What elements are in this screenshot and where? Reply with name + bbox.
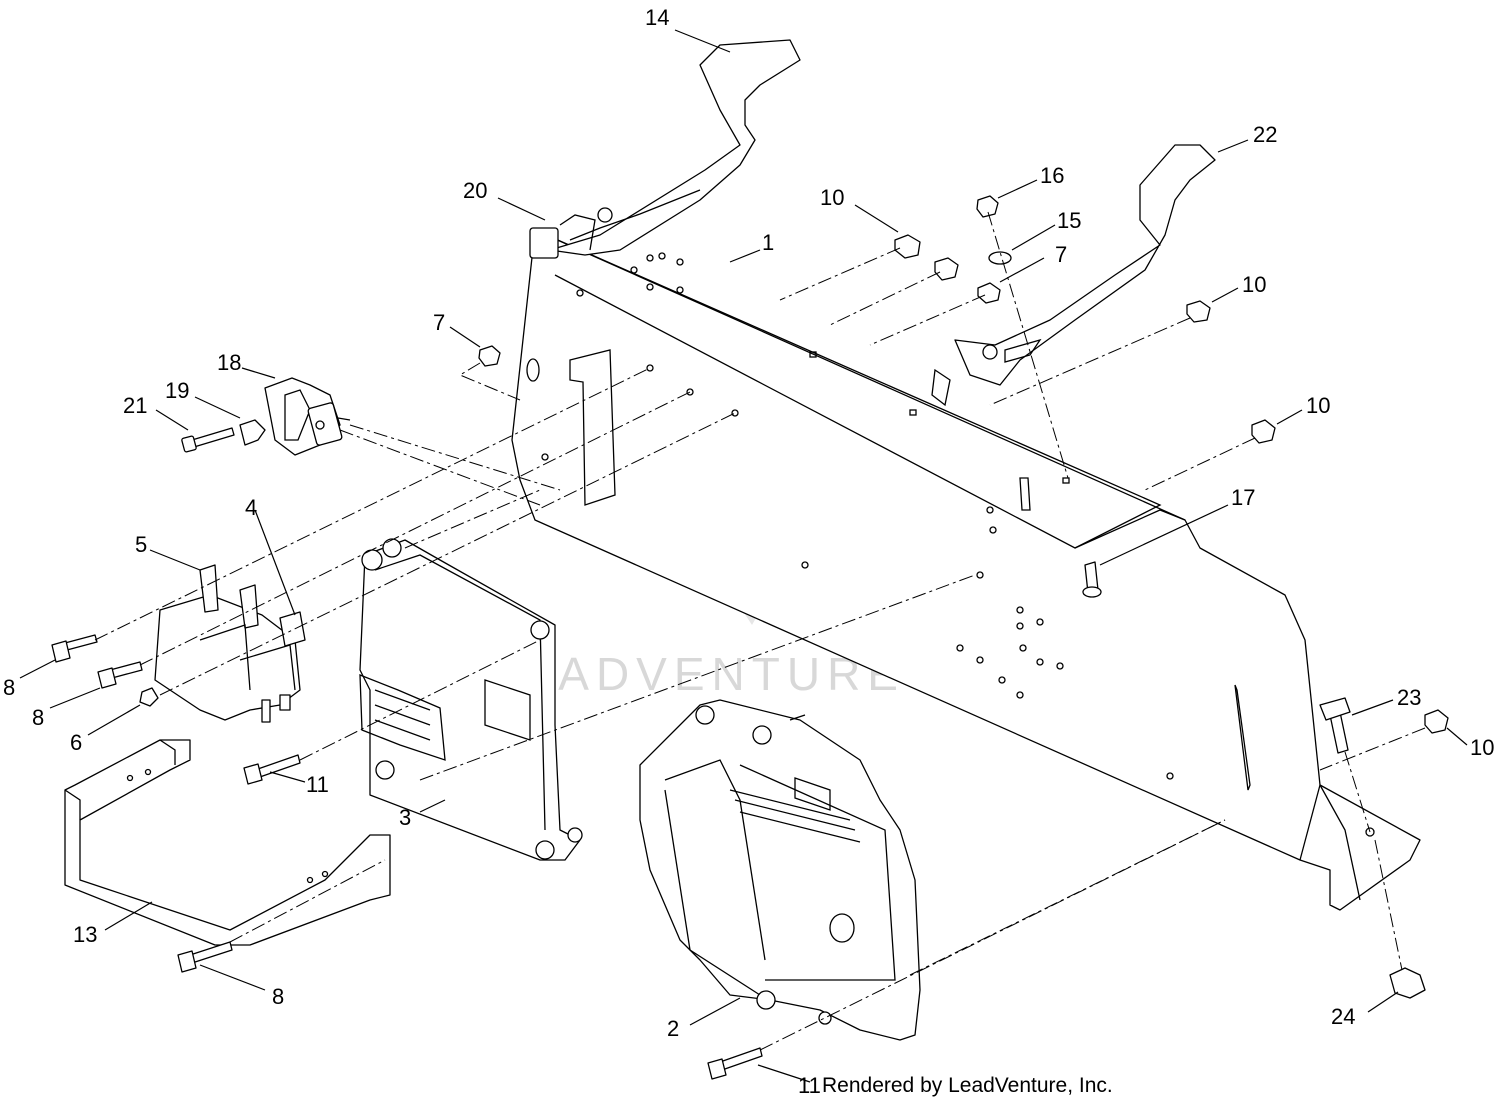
bracket-13[interactable]: [64, 739, 391, 946]
nut-7-left[interactable]: [478, 345, 501, 367]
bolt-8-upper[interactable]: [51, 634, 98, 663]
callout-6: 6: [70, 730, 82, 755]
callout-8: 8: [3, 675, 15, 700]
callout-8: 8: [32, 705, 44, 730]
callout-14: 14: [645, 5, 669, 30]
callout-10: 10: [1470, 735, 1494, 760]
callout-16: 16: [1040, 163, 1064, 188]
bolt-11-lower[interactable]: [707, 1047, 763, 1080]
nut-6[interactable]: [139, 687, 159, 707]
nut-24[interactable]: [1389, 967, 1426, 999]
callout-labels: 14 22 20 10 16 1 15 7 10 7 18 19 21 10 1…: [3, 5, 1494, 1098]
callout-18: 18: [217, 350, 241, 375]
callout-7: 7: [433, 310, 445, 335]
callout-3: 3: [399, 805, 411, 830]
callout-23: 23: [1397, 685, 1421, 710]
watermark-text: LEADVENTURE: [488, 648, 905, 700]
nut-10-right[interactable]: [1251, 419, 1276, 444]
nut-10-top-second[interactable]: [934, 257, 959, 281]
callout-17: 17: [1231, 485, 1255, 510]
callout-10: 10: [820, 185, 844, 210]
callout-24: 24: [1331, 1004, 1355, 1029]
callout-22: 22: [1253, 122, 1277, 147]
bolt-23[interactable]: [1319, 697, 1351, 754]
nut-16[interactable]: [976, 195, 999, 218]
callout-10: 10: [1306, 393, 1330, 418]
ecu-2[interactable]: [639, 699, 921, 1041]
screw-21[interactable]: [181, 427, 235, 453]
right-lever-arm[interactable]: [931, 144, 1216, 407]
bolt-8-bottom[interactable]: [177, 941, 233, 973]
controller-3[interactable]: [359, 538, 583, 861]
nut-10-mid[interactable]: [1186, 300, 1211, 323]
bolt-11-upper[interactable]: [243, 754, 301, 785]
nut-10-top[interactable]: [894, 234, 921, 259]
left-lever-arm[interactable]: [529, 39, 801, 259]
callout-13: 13: [73, 922, 97, 947]
render-credit: Rendered by LeadVenture, Inc.: [822, 1074, 1113, 1097]
callout-20: 20: [463, 178, 487, 203]
callout-10: 10: [1242, 272, 1266, 297]
switch-assembly[interactable]: [264, 377, 351, 456]
callout-19: 19: [165, 378, 189, 403]
nut-7-right[interactable]: [977, 282, 1001, 304]
callout-11: 11: [798, 1073, 821, 1098]
bolt-8-lower[interactable]: [97, 661, 143, 689]
callout-21: 21: [123, 393, 147, 418]
relay-assembly[interactable]: [154, 564, 306, 723]
callout-4: 4: [245, 495, 257, 520]
callout-11: 11: [306, 772, 329, 797]
nut-10-far-right[interactable]: [1424, 709, 1449, 734]
callout-7: 7: [1055, 242, 1067, 267]
washer-15[interactable]: [988, 251, 1012, 265]
callout-5: 5: [135, 532, 147, 557]
callout-2: 2: [667, 1016, 679, 1041]
assembly-lines: [94, 211, 1426, 1051]
leader-lines: [19, 29, 1468, 1083]
screw-17[interactable]: [1082, 561, 1102, 598]
callout-15: 15: [1057, 208, 1081, 233]
callout-8: 8: [272, 984, 284, 1009]
spacer-19[interactable]: [239, 419, 266, 446]
callout-1: 1: [762, 230, 774, 255]
